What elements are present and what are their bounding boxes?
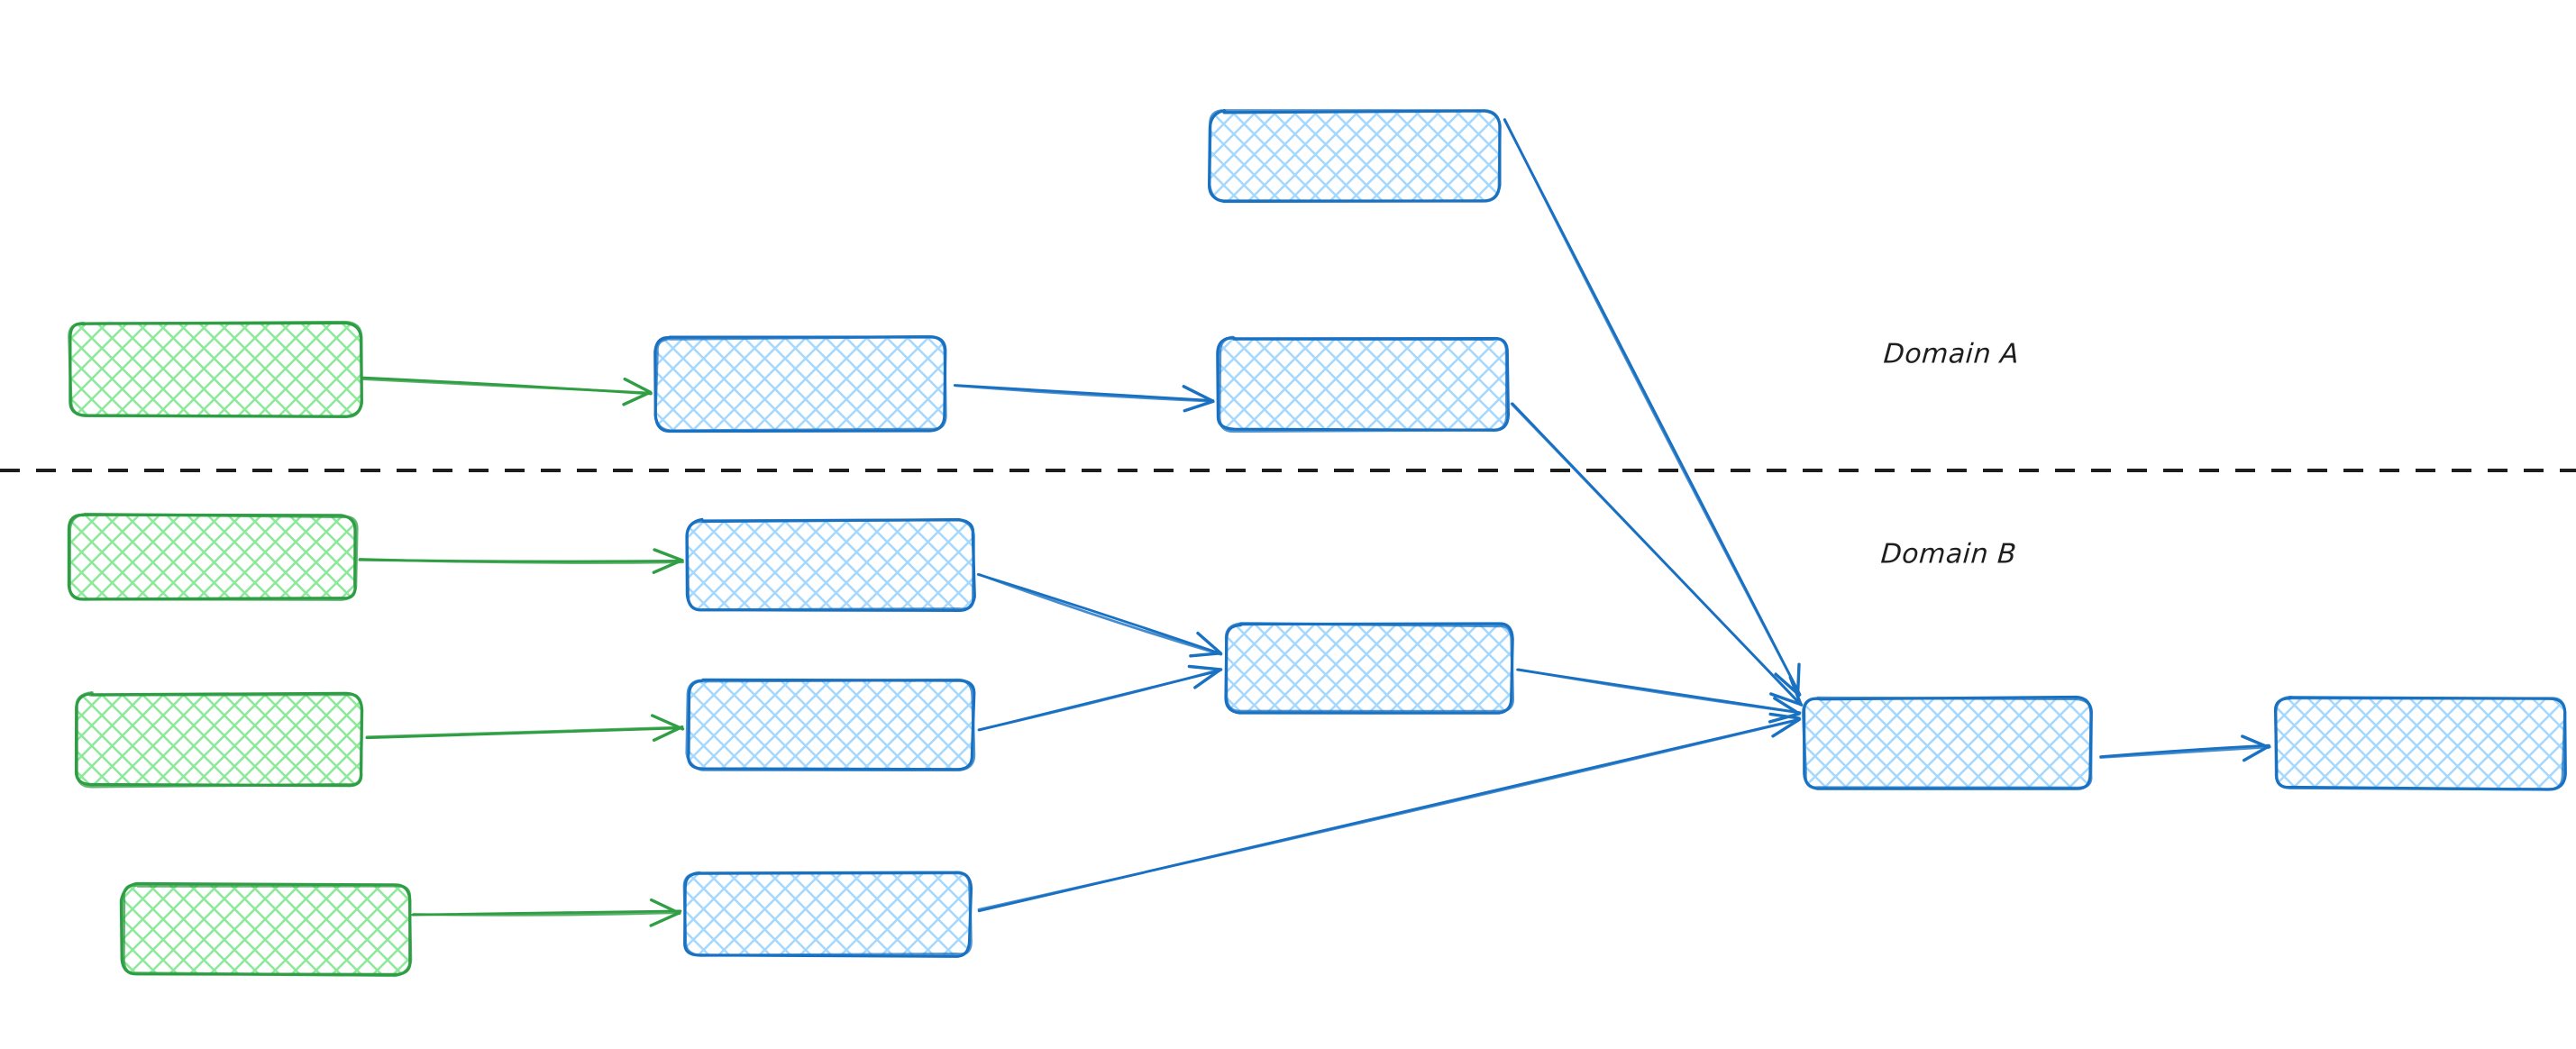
edge-line [977, 718, 1802, 911]
node-b-merge[interactable] [1224, 622, 1515, 715]
node-fill [1804, 698, 2092, 789]
edge-arrowhead [1196, 631, 1222, 655]
node-outline [1218, 335, 1509, 433]
node-b-source-3[interactable] [119, 881, 413, 978]
node-b-source-2[interactable] [74, 691, 364, 789]
node-outline [685, 678, 976, 771]
edge-e-b-hub-sink[interactable] [2099, 734, 2271, 762]
node-layer [67, 109, 2567, 978]
node-outline [75, 691, 364, 789]
edge-arrowhead [1193, 668, 1222, 689]
node-fill [685, 871, 972, 956]
node-b-proc-2[interactable] [685, 678, 976, 771]
node-outline [685, 518, 975, 612]
edge-arrowhead [650, 898, 681, 916]
edge-arrowhead [1183, 399, 1215, 413]
node-a-top-proc[interactable] [1208, 109, 1502, 204]
node-outline [1801, 696, 2093, 789]
node-outline [122, 883, 413, 978]
edge-line [358, 558, 684, 564]
edge-arrowhead [1795, 662, 1801, 697]
edge-layer [358, 118, 2271, 927]
edge-line [361, 378, 653, 395]
node-b-proc-3[interactable] [682, 871, 973, 958]
edge-line [365, 725, 683, 739]
edge-arrowhead [1189, 652, 1222, 658]
edge-line [2099, 745, 2271, 759]
node-fill [76, 693, 362, 787]
edge-line [977, 668, 1221, 732]
edge-arrowhead [1187, 664, 1223, 671]
edge-arrowhead [653, 548, 684, 562]
edge-e-b-merge-hub[interactable] [1516, 668, 1802, 724]
node-fill [1210, 111, 1500, 201]
label-domain-a: Domain A [1882, 338, 2021, 370]
node-fill [656, 337, 945, 430]
edge-line [978, 573, 1223, 656]
edge-e-b-proc2-merge[interactable] [977, 664, 1223, 732]
edge-e-b-src2-proc2[interactable] [365, 714, 685, 742]
edge-arrowhead [2243, 744, 2270, 762]
edge-e-a-source-proc1[interactable] [360, 376, 653, 406]
node-fill [69, 515, 357, 599]
node-outline [1208, 109, 1502, 203]
node-b-source-1[interactable] [67, 512, 359, 601]
edge-arrowhead [651, 714, 685, 731]
node-a-proc-2[interactable] [1216, 335, 1510, 433]
node-outline [653, 334, 947, 433]
node-b-sink[interactable] [2273, 696, 2567, 791]
edge-line [1510, 402, 1804, 707]
node-outline [1224, 622, 1515, 713]
edge-e-a-proc2-hub[interactable] [1510, 402, 1804, 707]
edge-arrowhead [2241, 734, 2270, 749]
edge-line [412, 911, 681, 917]
edge-line [954, 384, 1214, 403]
node-b-proc-1[interactable] [685, 517, 976, 612]
node-outline [682, 871, 973, 957]
node-fill [69, 322, 361, 417]
node-fill [123, 884, 411, 975]
edge-arrowhead [652, 559, 683, 574]
edge-line [1503, 118, 1802, 697]
edge-arrowhead [623, 377, 653, 394]
edge-e-b-src3-proc3[interactable] [411, 898, 682, 927]
edge-e-a-top-hub[interactable] [1503, 118, 1802, 697]
edge-e-b-src1-proc1[interactable] [358, 548, 684, 574]
node-fill [687, 520, 974, 610]
node-a-proc-1[interactable] [653, 334, 947, 433]
edge-line [1517, 668, 1802, 715]
edge-arrowhead [1768, 712, 1800, 724]
node-outline [2274, 696, 2567, 791]
node-fill [688, 680, 974, 770]
edge-arrowhead [1769, 692, 1804, 707]
edge-arrowhead [1788, 675, 1803, 707]
label-domain-b: Domain B [1879, 538, 2018, 570]
edge-arrowhead [1771, 718, 1801, 738]
node-b-hub[interactable] [1801, 695, 2093, 790]
edge-arrowhead [1773, 697, 1801, 716]
node-outline [68, 512, 359, 601]
edge-arrowhead [1182, 385, 1214, 403]
edge-arrowhead [622, 390, 652, 406]
edge-e-a-proc1-proc2[interactable] [953, 384, 1215, 413]
edge-e-b-proc1-merge[interactable] [976, 573, 1223, 658]
node-fill [2275, 698, 2565, 789]
node-a-source[interactable] [68, 320, 363, 418]
edge-e-b-proc3-hub[interactable] [977, 712, 1802, 913]
edge-arrowhead [652, 725, 684, 742]
node-outline [68, 320, 363, 418]
node-fill [1218, 337, 1508, 431]
edge-arrowhead [649, 911, 681, 927]
node-fill [1226, 625, 1513, 712]
